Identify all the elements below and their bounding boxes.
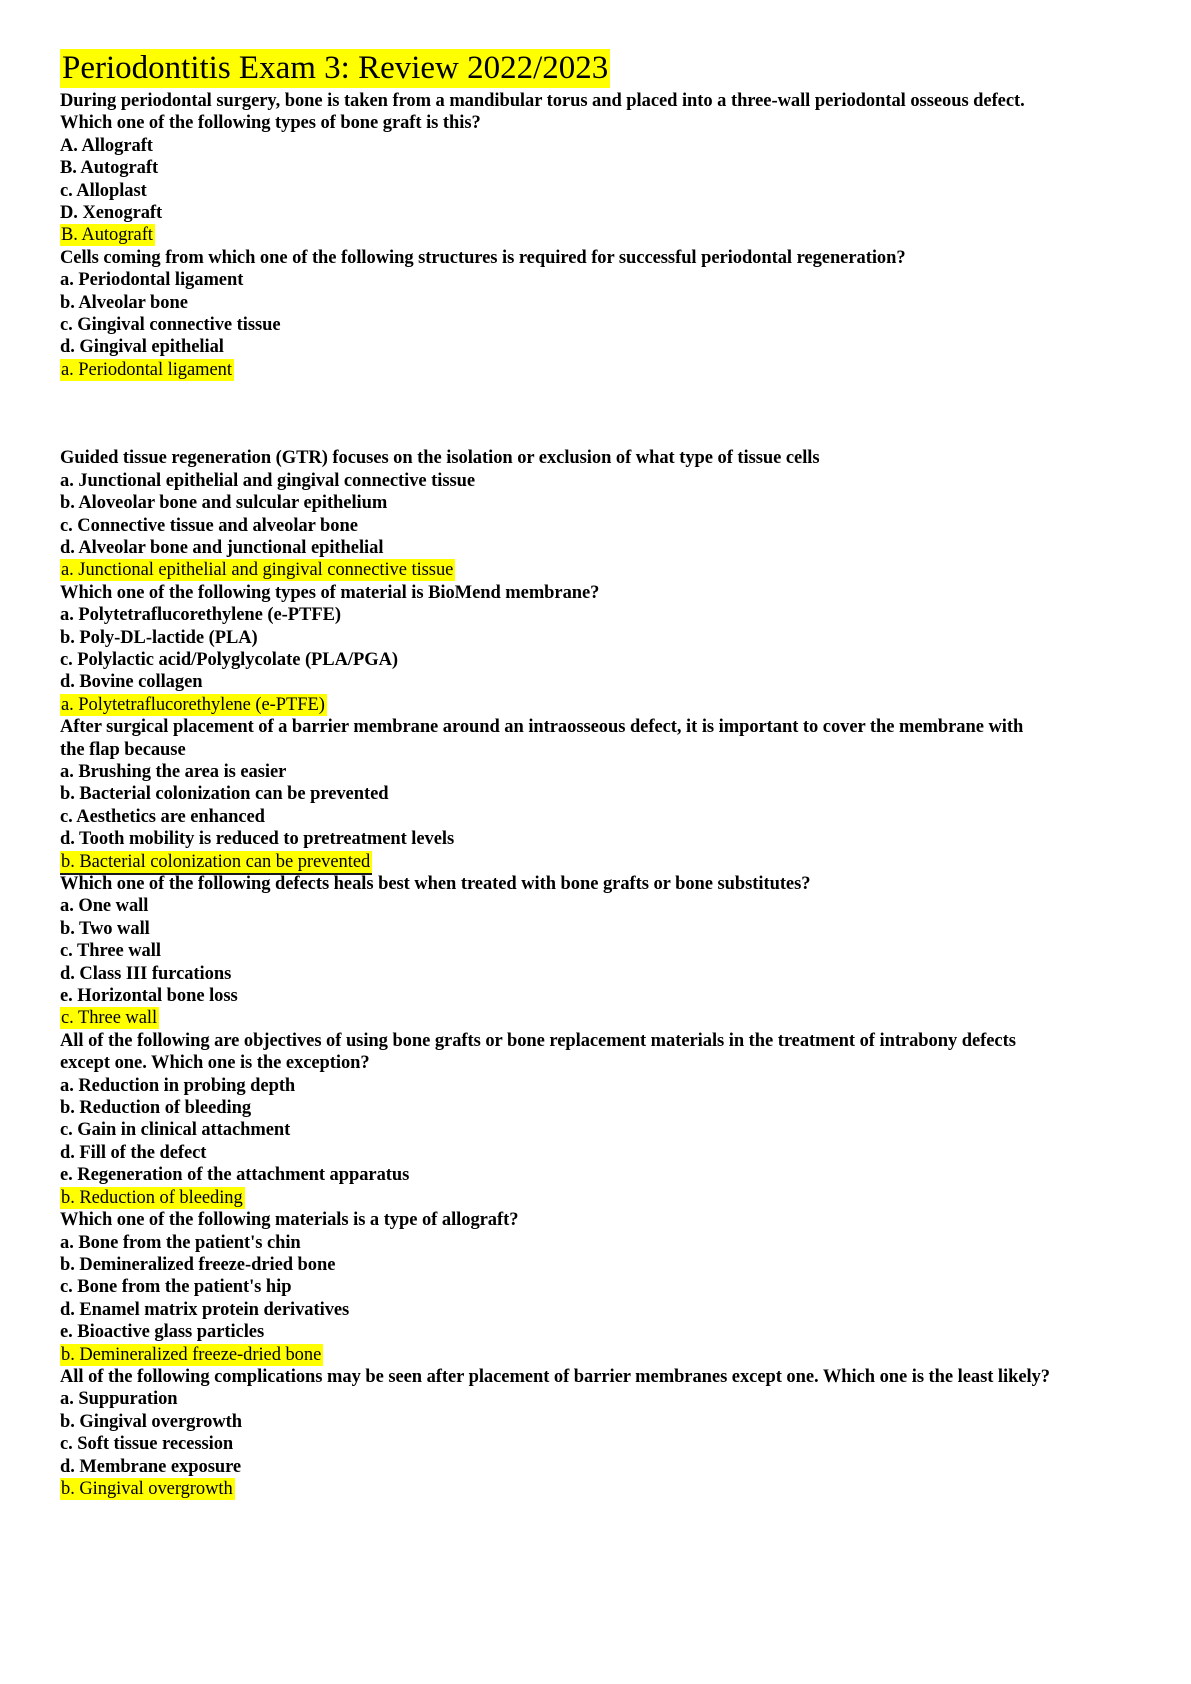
question-list: During periodontal surgery, bone is take… [60, 90, 1050, 1500]
answer-option[interactable]: b. Aloveolar bone and sulcular epitheliu… [60, 493, 388, 514]
question-prompt: Guided tissue regeneration (GTR) focuses… [60, 448, 820, 469]
answer-option[interactable]: c. Aesthetics are enhanced [60, 806, 265, 827]
answer-option[interactable]: A. Allograft [60, 135, 153, 156]
question-block: Which one of the following materials is … [60, 1209, 1050, 1366]
highlighted-answer: a. Polytetraflucorethylene (e-PTFE) [60, 693, 1050, 716]
answer-option[interactable]: e. Horizontal bone loss [60, 986, 238, 1007]
answer-option[interactable]: a. One wall [60, 896, 149, 917]
question-prompt: Cells coming from which one of the follo… [60, 247, 906, 268]
answer-option[interactable]: c. Soft tissue recession [60, 1434, 234, 1455]
question-block: Cells coming from which one of the follo… [60, 247, 1050, 381]
answer-highlight: B. Autograft [60, 224, 155, 247]
answer-highlight: c. Three wall [60, 1007, 160, 1030]
answer-option[interactable]: b. Gingival overgrowth [60, 1411, 243, 1432]
answer-option[interactable]: B. Autograft [60, 158, 159, 179]
question-prompt: Which one of the following types of mate… [60, 582, 600, 603]
answer-option[interactable]: e. Regeneration of the attachment appara… [60, 1165, 410, 1186]
answer-option[interactable]: b. Two wall [60, 918, 150, 939]
page-title: Periodontitis Exam 3: Review 2022/2023 [60, 48, 1050, 88]
question-prompt: All of the following complications may b… [60, 1366, 1051, 1387]
answer-option[interactable]: d. Gingival epithelial [60, 337, 224, 358]
highlighted-answer: c. Three wall [60, 1007, 1050, 1030]
answer-option[interactable]: d. Alveolar bone and junctional epitheli… [60, 537, 384, 558]
question-block: Which one of the following types of mate… [60, 582, 1050, 716]
section-spacer [60, 381, 1050, 447]
answer-option[interactable]: c. Polylactic acid/Polyglycolate (PLA/PG… [60, 649, 399, 670]
answer-option[interactable]: a. Reduction in probing depth [60, 1075, 296, 1096]
question-prompt: Which one of the following defects heals… [60, 874, 811, 894]
question-block: Which one of the following defects heals… [60, 873, 1050, 1030]
answer-option[interactable]: a. Periodontal ligament [60, 270, 244, 291]
answer-highlight: b. Gingival overgrowth [60, 1477, 235, 1500]
question-block: During periodontal surgery, bone is take… [60, 90, 1050, 247]
answer-option[interactable]: a. Junctional epithelial and gingival co… [60, 470, 476, 491]
answer-option[interactable]: d. Bovine collagen [60, 672, 203, 693]
answer-option[interactable]: d. Fill of the defect [60, 1142, 207, 1163]
answer-option[interactable]: e. Bioactive glass particles [60, 1322, 265, 1343]
answer-option[interactable]: b. Alveolar bone [60, 292, 188, 313]
answer-highlight: b. Bacterial colonization can be prevent… [60, 850, 373, 875]
answer-highlight: a. Junctional epithelial and gingival co… [60, 559, 456, 582]
answer-option[interactable]: d. Membrane exposure [60, 1456, 242, 1477]
answer-option[interactable]: b. Poly-DL-lactide (PLA) [60, 627, 258, 648]
answer-option[interactable]: d. Enamel matrix protein derivatives [60, 1299, 350, 1320]
highlighted-answer: a. Periodontal ligament [60, 358, 1050, 381]
answer-option[interactable]: D. Xenograft [60, 203, 163, 224]
question-block: Guided tissue regeneration (GTR) focuses… [60, 447, 1050, 582]
highlighted-answer: b. Bacterial colonization can be prevent… [60, 850, 1050, 875]
answer-highlight: b. Demineralized freeze-dried bone [60, 1343, 324, 1366]
answer-option[interactable]: b. Bacterial colonization can be prevent… [60, 784, 389, 805]
question-block: All of the following complications may b… [60, 1366, 1050, 1500]
answer-option[interactable]: b. Demineralized freeze-dried bone [60, 1254, 336, 1275]
answer-option[interactable]: c. Gingival connective tissue [60, 315, 281, 336]
answer-highlight: a. Polytetraflucorethylene (e-PTFE) [60, 693, 327, 716]
answer-option[interactable]: d. Class III furcations [60, 963, 232, 984]
answer-option[interactable]: c. Alloplast [60, 180, 147, 201]
answer-highlight: a. Periodontal ligament [60, 358, 234, 381]
question-prompt: After surgical placement of a barrier me… [60, 717, 1024, 760]
answer-option[interactable]: a. Brushing the area is easier [60, 761, 287, 782]
highlighted-answer: a. Junctional epithelial and gingival co… [60, 559, 1050, 582]
document-content: Periodontitis Exam 3: Review 2022/2023 D… [60, 48, 1050, 1500]
answer-highlight: b. Reduction of bleeding [60, 1186, 245, 1209]
answer-option[interactable]: a. Bone from the patient's chin [60, 1232, 301, 1253]
answer-option[interactable]: b. Reduction of bleeding [60, 1098, 252, 1119]
question-block: After surgical placement of a barrier me… [60, 716, 1050, 875]
question-prompt: Which one of the following materials is … [60, 1210, 519, 1231]
answer-option[interactable]: c. Three wall [60, 941, 161, 962]
highlighted-answer: b. Reduction of bleeding [60, 1186, 1050, 1209]
answer-option[interactable]: d. Tooth mobility is reduced to pretreat… [60, 829, 455, 850]
page-title-text: Periodontitis Exam 3: Review 2022/2023 [60, 49, 611, 88]
highlighted-answer: b. Demineralized freeze-dried bone [60, 1343, 1050, 1366]
answer-option[interactable]: a. Suppuration [60, 1389, 178, 1410]
answer-option[interactable]: a. Polytetraflucorethylene (e-PTFE) [60, 605, 341, 626]
highlighted-answer: B. Autograft [60, 224, 1050, 247]
answer-option[interactable]: c. Connective tissue and alveolar bone [60, 515, 358, 536]
answer-option[interactable]: c. Bone from the patient's hip [60, 1277, 292, 1298]
question-block: All of the following are objectives of u… [60, 1030, 1050, 1209]
answer-option[interactable]: c. Gain in clinical attachment [60, 1120, 291, 1141]
highlighted-answer: b. Gingival overgrowth [60, 1477, 1050, 1500]
question-prompt: All of the following are objectives of u… [60, 1030, 1016, 1074]
question-prompt: During periodontal surgery, bone is take… [60, 91, 1025, 134]
